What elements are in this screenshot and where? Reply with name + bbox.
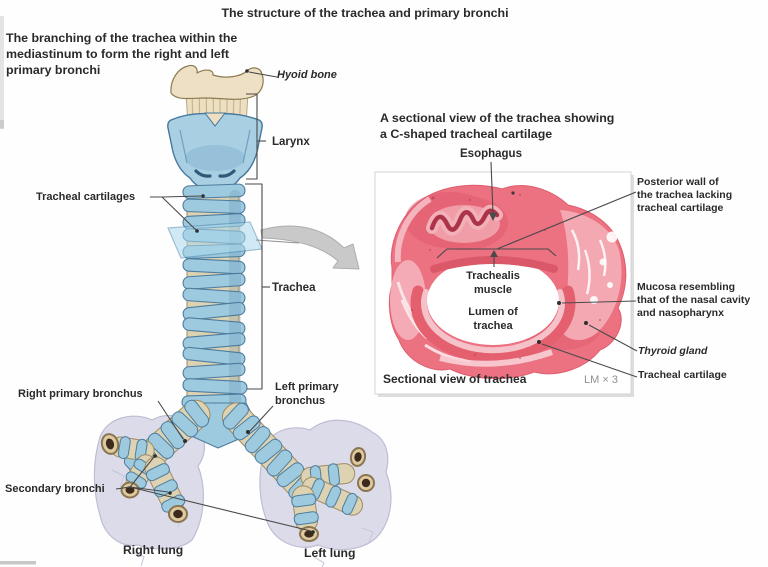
label-left-lung: Left lung <box>304 546 356 560</box>
leader-arrowheads <box>489 213 498 257</box>
section-caption: A sectional view of the trachea showing … <box>380 111 615 142</box>
label-right-lung: Right lung <box>123 543 184 557</box>
leader-lines <box>115 71 638 532</box>
secondary-bronchi-shapes <box>100 433 375 542</box>
label-esophagus: Esophagus <box>460 148 522 160</box>
label-tracheal-cartilage-section: Tracheal cartilage <box>638 369 727 381</box>
intro-caption: The branching of the trachea within the … <box>6 31 238 78</box>
cut-plane-pointer-line <box>255 239 300 244</box>
figure-title: The structure of the trachea and primary… <box>221 6 509 20</box>
leader-dots <box>153 69 588 534</box>
trachea-tube <box>181 183 248 419</box>
label-right-primary-bronchus: Right primary bronchus <box>18 388 143 400</box>
label-lumen-of-trachea: Lumen of trachea <box>468 306 518 332</box>
tracheal-lumen <box>427 257 559 345</box>
magnification-label: LM × 3 <box>584 374 618 386</box>
label-mucosa: Mucosa resembling that of the nasal cavi… <box>637 281 751 320</box>
label-tracheal-cartilages: Tracheal cartilages <box>36 191 136 203</box>
label-posterior-wall: Posterior wall of the trachea lacking tr… <box>637 176 733 215</box>
label-secondary-bronchi: Secondary bronchi <box>5 483 105 495</box>
scan-artifacts <box>0 16 36 565</box>
label-left-primary-bronchus: Left primary bronchus <box>275 381 339 407</box>
label-trachealis-muscle: Trachealis muscle <box>466 270 520 296</box>
bronchus-openings <box>100 433 375 542</box>
label-hyoid-bone: Hyoid bone <box>277 69 337 81</box>
thyroid-gland-region <box>560 210 622 341</box>
label-trachea: Trachea <box>272 282 316 294</box>
cut-plane <box>167 221 263 259</box>
tracheal-cartilage-ring <box>410 285 576 363</box>
histology-image <box>388 184 627 379</box>
larynx-shape <box>167 112 263 192</box>
section-footer-title: Sectional view of trachea <box>383 372 527 386</box>
label-larynx: Larynx <box>272 136 310 148</box>
section-arrow <box>260 225 360 270</box>
label-thyroid-gland: Thyroid gland <box>638 345 708 357</box>
esophagus-structure <box>420 196 508 250</box>
